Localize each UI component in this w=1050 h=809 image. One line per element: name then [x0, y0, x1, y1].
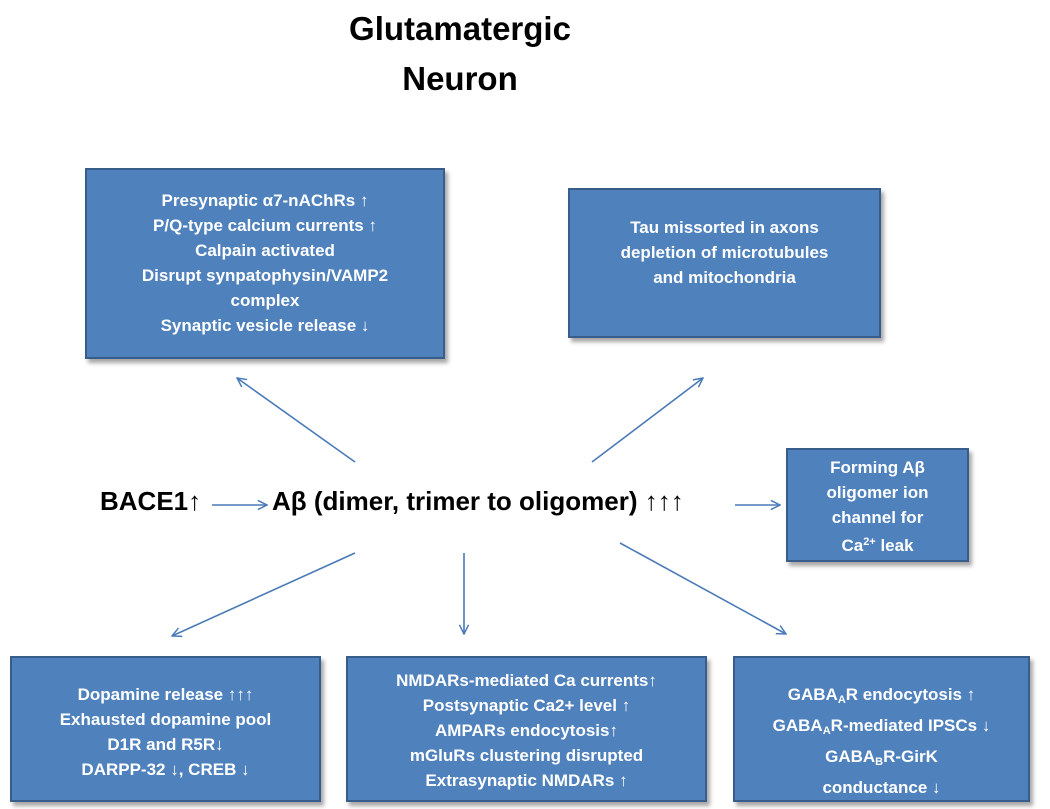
- diagram-title: Glutamatergic Neuron: [300, 4, 620, 104]
- presynaptic-effects-box: Presynaptic α7-nAChRs ↑ P/Q-type calcium…: [85, 168, 445, 359]
- dopamine-line: DARPP-32 ↓, CREB ↓: [81, 760, 250, 779]
- arrow-to-dopamine-box: [172, 552, 356, 636]
- ion-channel-box: Forming Aβ oligomer ion channel for Ca2+…: [786, 448, 969, 562]
- gaba-line: conductance ↓: [822, 778, 941, 797]
- nmda-line: Postsynaptic Ca2+ level ↑: [422, 696, 631, 715]
- tau-line: depletion of microtubules: [620, 243, 829, 262]
- gaba-line: GABAAR endocytosis ↑: [787, 685, 976, 706]
- gaba-line: GABAAR-mediated IPSCs ↓: [772, 716, 991, 737]
- presynaptic-line: Synaptic vesicle release ↓: [160, 316, 370, 335]
- presynaptic-line: P/Q-type calcium currents ↑: [153, 216, 377, 235]
- dopamine-line: Dopamine release ↑↑↑: [77, 685, 254, 704]
- gaba-line: GABABR-GirK: [825, 747, 938, 768]
- title-line-1: Glutamatergic: [349, 10, 571, 47]
- ion-channel-line: Forming Aβ: [830, 458, 925, 477]
- ion-channel-line: oligomer ion: [826, 483, 929, 502]
- dopamine-line: Exhausted dopamine pool: [59, 710, 272, 729]
- nmda-line: NMDARs-mediated Ca currents↑: [396, 671, 657, 690]
- nmda-line: mGluRs clustering disrupted: [409, 746, 644, 765]
- arrow-to-presynaptic-box: [237, 378, 356, 463]
- ion-channel-line: channel for: [831, 508, 924, 527]
- dopamine-effects-box: Dopamine release ↑↑↑ Exhausted dopamine …: [10, 656, 321, 802]
- tau-missorting-box: Tau missorted in axons depletion of micr…: [568, 188, 881, 338]
- presynaptic-line: Presynaptic α7-nAChRs ↑: [161, 191, 369, 210]
- abeta-oligomer-label: Aβ (dimer, trimer to oligomer) ↑↑↑: [272, 486, 684, 516]
- dopamine-line: D1R and R5R↓: [107, 735, 224, 754]
- tau-line: Tau missorted in axons: [630, 218, 819, 237]
- nmda-line: AMPARs endocytosis↑: [435, 721, 618, 740]
- presynaptic-line: Calpain activated: [195, 241, 335, 260]
- nmda-effects-box: NMDARs-mediated Ca currents↑ Postsynapti…: [346, 656, 707, 802]
- presynaptic-line: Disrupt synpatophysin/VAMP2: [141, 266, 389, 285]
- title-line-2: Neuron: [402, 60, 518, 97]
- arrow-to-tau-box: [591, 378, 703, 463]
- nmda-line: Extrasynaptic NMDARs ↑: [425, 771, 628, 790]
- bace1-label: BACE1↑: [100, 486, 202, 516]
- presynaptic-line: complex: [230, 291, 300, 310]
- arrow-to-gaba-box: [619, 542, 786, 634]
- ion-channel-line: Ca2+ leak: [841, 536, 914, 555]
- tau-line: and mitochondria: [653, 268, 796, 287]
- gaba-effects-box: GABAAR endocytosis ↑ GABAAR-mediated IPS…: [733, 656, 1030, 802]
